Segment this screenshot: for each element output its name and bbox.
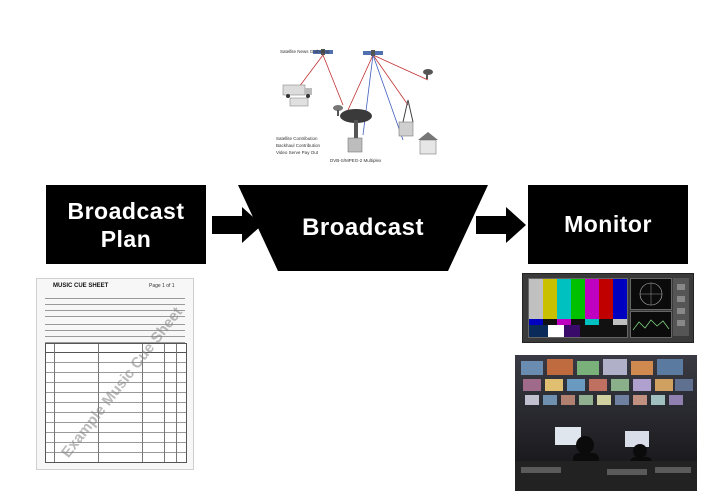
- color-bar: [529, 279, 543, 319]
- broadcast-plan-box: Broadcast Plan: [46, 185, 206, 264]
- color-bar: [585, 279, 599, 319]
- satellite-diagram-graphic: Satellite News Gathering Satellite Contr…: [276, 49, 438, 163]
- monitor-wall: [521, 359, 693, 405]
- arrow-right-icon: [212, 207, 262, 243]
- dish-icon: [333, 105, 343, 116]
- broadcast-label: Broadcast: [302, 214, 424, 241]
- desk-monitor: [555, 427, 581, 445]
- label-uplink: DVB-S/MPEG-2 Multiplex: [330, 158, 382, 163]
- label-gathering: Satellite News Gathering: [280, 49, 330, 54]
- cue-sheet-header-fields: [45, 293, 185, 343]
- satellite-icon: [363, 50, 383, 56]
- broadcast-box: Broadcast: [238, 185, 488, 271]
- vectorscope-screen: [630, 278, 672, 310]
- control-console: [515, 461, 697, 491]
- color-bar: [543, 279, 557, 319]
- flow-arrow-1: [208, 203, 266, 247]
- truck-icon: [289, 97, 309, 107]
- arrow-right-icon: [476, 207, 526, 243]
- waveform-icon: [632, 319, 670, 331]
- color-bar: [571, 279, 585, 319]
- music-cue-sheet-image: MUSIC CUE SHEET Page 1 of 1 Example Musi…: [36, 278, 194, 470]
- vectorscope-icon: [639, 282, 663, 306]
- control-room-graphic: [515, 355, 697, 491]
- control-room-photo: [515, 355, 697, 491]
- monitor-box: Monitor: [528, 185, 688, 264]
- trapezoid-shape: [238, 185, 488, 271]
- satellite-network-diagram: Satellite News Gathering Satellite Contr…: [268, 40, 458, 175]
- color-bars: [529, 279, 627, 319]
- monitor-control-panel: [673, 278, 689, 336]
- cue-sheet-title: MUSIC CUE SHEET: [53, 283, 109, 289]
- color-bar: [613, 279, 627, 319]
- tower-icon: [402, 99, 414, 123]
- label-contribution: Satellite Contribution: [276, 136, 318, 141]
- truck-icon: [282, 84, 312, 98]
- house-icon: [418, 132, 438, 155]
- cue-sheet-page: Page 1 of 1: [149, 283, 175, 289]
- dish-icon: [340, 109, 372, 138]
- desk-monitor: [625, 431, 649, 447]
- broadcast-plan-label-line2: Plan: [100, 225, 152, 252]
- cue-sheet-table: [45, 343, 187, 463]
- monitor-label: Monitor: [564, 211, 652, 237]
- color-bar: [557, 279, 571, 319]
- label-backhaul: Backhaul Contribution: [276, 143, 321, 148]
- broadcast-plan-label-line1: Broadcast: [67, 197, 185, 224]
- color-bars-screen: [528, 278, 628, 338]
- dish-icon: [423, 69, 433, 79]
- server-icon: [347, 121, 414, 153]
- color-bar: [599, 279, 613, 319]
- waveform-screen: [630, 311, 672, 338]
- label-vod: Video Serve Pay Out: [276, 150, 319, 155]
- satellite-icon: [313, 49, 333, 55]
- flow-arrow-2: [472, 203, 530, 247]
- test-pattern-monitor-image: [522, 273, 694, 343]
